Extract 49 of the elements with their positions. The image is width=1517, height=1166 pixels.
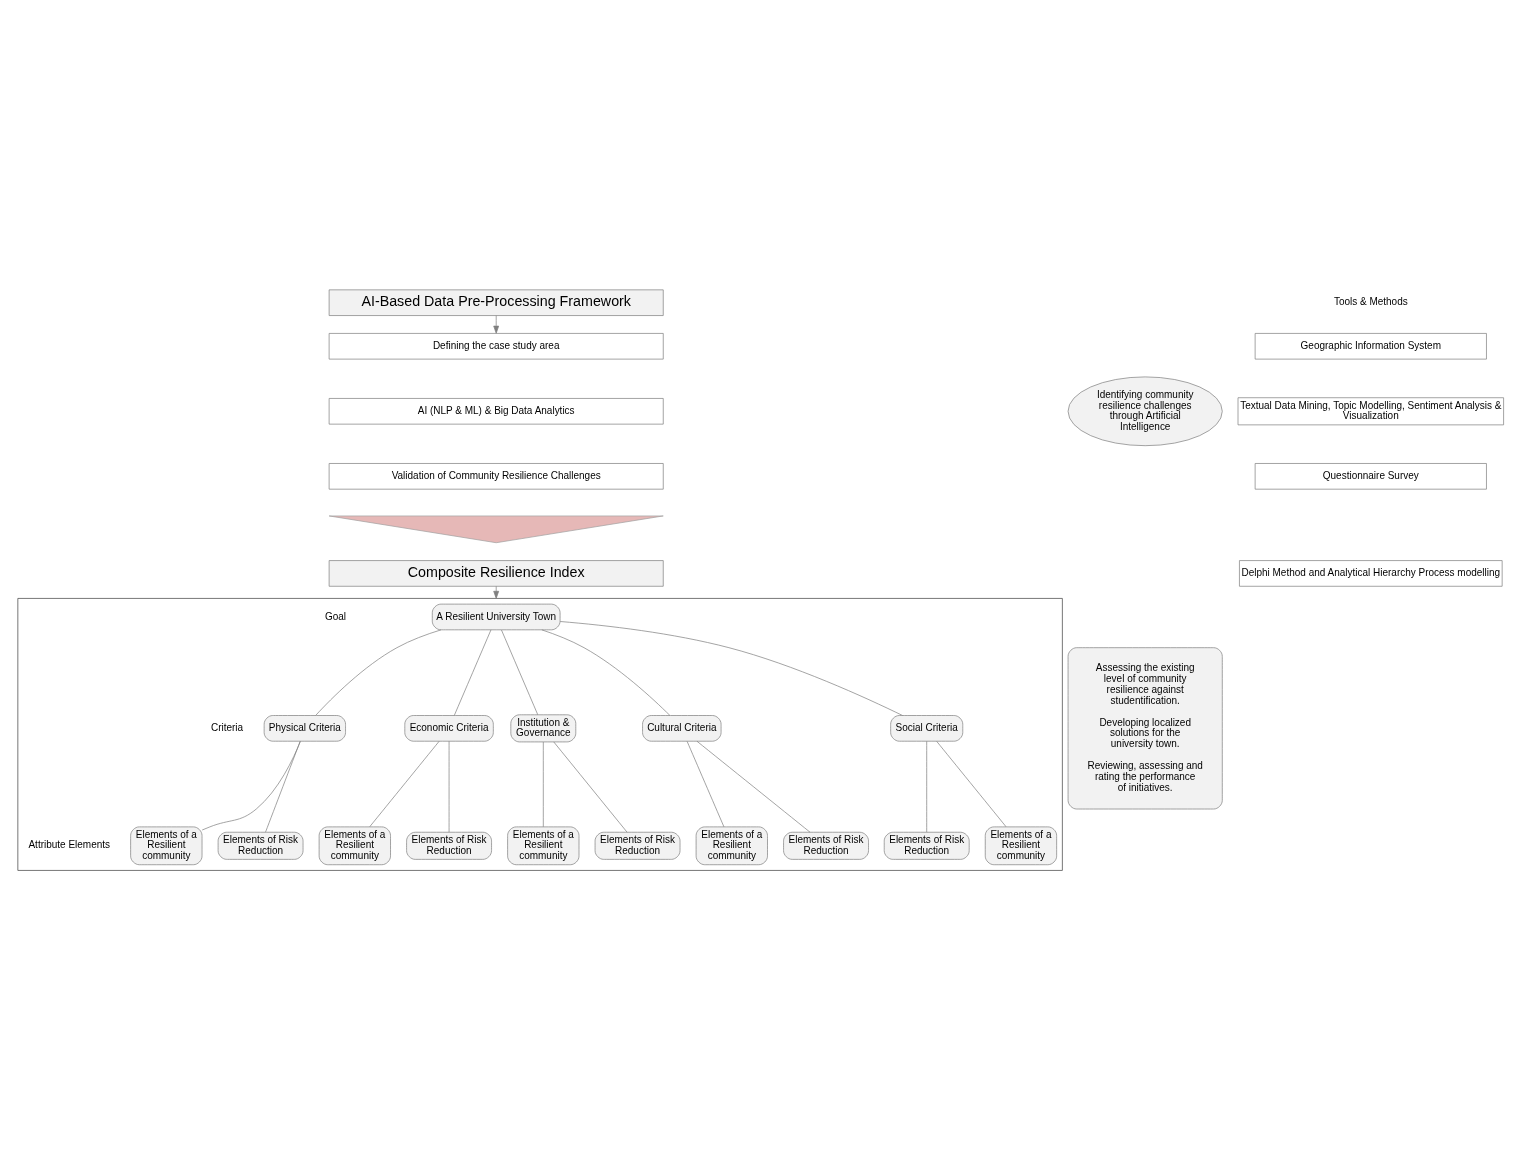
connector	[542, 741, 544, 828]
connector	[501, 629, 539, 716]
node-box: AI (NLP & ML) & Big Data Analytics	[328, 398, 664, 425]
connector	[453, 629, 492, 716]
connector	[448, 740, 450, 833]
node-box: Defining the case study area	[328, 333, 664, 360]
node-box: Elements of a Resilient community	[507, 826, 580, 866]
connector	[369, 740, 440, 828]
node-box: Validation of Community Resilience Challenges	[328, 463, 664, 490]
node-box: Elements of Risk Reduction	[783, 831, 869, 860]
connector	[936, 740, 1007, 828]
label: Tools & Methods	[1333, 296, 1408, 308]
node-box: Economic Criteria	[404, 715, 494, 742]
node-box: Geographic Information System	[1254, 333, 1487, 360]
node-box: Physical Criteria	[263, 715, 346, 742]
connector	[926, 740, 928, 833]
node-box: Cultural Criteria	[642, 715, 722, 742]
node-box: Institution & Governance	[510, 714, 577, 743]
node-box: Elements of a Resilient community	[695, 826, 768, 866]
node-box: Composite Resilience Index	[328, 560, 664, 587]
label: Criteria	[210, 721, 244, 733]
connector	[201, 741, 301, 831]
cluster	[17, 598, 1063, 871]
node-box: Elements of a Resilient community	[984, 826, 1057, 866]
node-box: Questionnaire Survey	[1254, 463, 1487, 490]
connector	[686, 740, 725, 828]
node-box: Assessing the existing level of community resilience against studentification. Developing localized solutions for the university town. Reviewing, assessing and rating the performance of initiatives.	[1067, 647, 1223, 810]
arrow	[493, 315, 500, 334]
node-box: Textual Data Mining, Topic Modelling, Sentiment Analysis & Visualization	[1237, 397, 1504, 426]
node-box: Social Criteria	[890, 715, 964, 742]
connector	[553, 741, 628, 833]
node-box: Elements of Risk Reduction	[594, 831, 681, 860]
connector	[315, 629, 442, 716]
node-box: Elements of Risk Reduction	[406, 831, 492, 860]
label: Attribute Elements	[28, 839, 111, 851]
label: Goal	[325, 610, 347, 622]
node-box: Elements of a Resilient community	[318, 826, 391, 866]
node-box: Elements of a Resilient community	[130, 826, 203, 866]
node-box: Elements of Risk Reduction	[883, 831, 970, 860]
node-ellipse: Identifying community resilience challenges through Artificial Intelligence	[1067, 376, 1223, 447]
node-triangle	[328, 515, 664, 544]
connector	[559, 621, 903, 716]
connector	[265, 740, 301, 833]
node-box: AI-Based Data Pre-Processing Framework	[328, 289, 664, 316]
connector	[541, 629, 671, 716]
node-box: Delphi Method and Analytical Hierarchy Process modelling	[1239, 560, 1503, 587]
node-box: A Resilient University Town	[431, 603, 561, 631]
connector	[696, 740, 811, 833]
node-box: Elements of Risk Reduction	[217, 831, 304, 860]
